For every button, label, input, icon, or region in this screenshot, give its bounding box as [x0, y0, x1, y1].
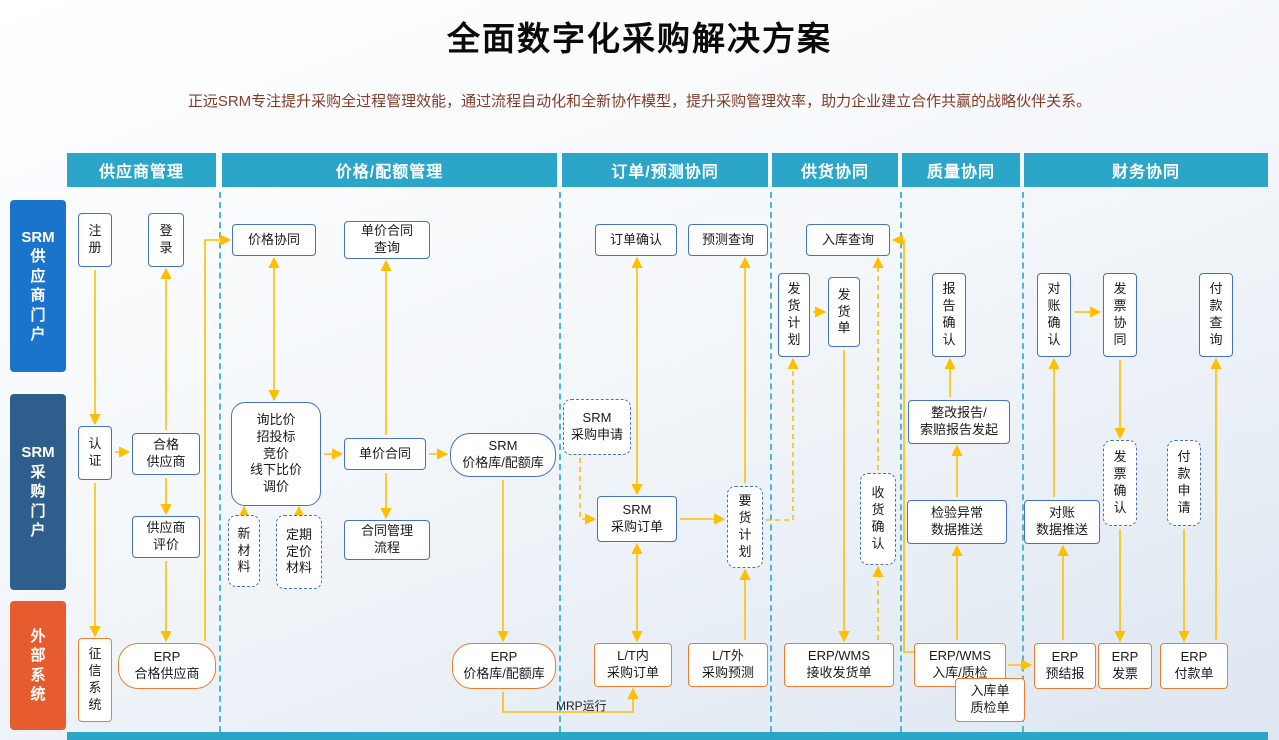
node-credit-system: 征 信 系 统	[78, 638, 112, 722]
col-header-supply-collab: 供货协同	[772, 153, 898, 187]
node-lt-out-forecast: L/T外 采购预测	[688, 643, 768, 687]
node-invoice-collab: 发 票 协 同	[1103, 273, 1137, 357]
node-payment-request: 付 款 申 请	[1167, 440, 1201, 526]
node-new-material: 新 材 料	[228, 515, 260, 587]
node-srm-purchase-request: SRM 采购申请	[563, 399, 631, 455]
column-separator	[770, 192, 772, 732]
page-title: 全面数字化采购解决方案	[447, 20, 832, 57]
node-forecast-query: 预测查询	[688, 224, 768, 256]
column-separator	[219, 192, 221, 732]
node-recon-push: 对账 数据推送	[1024, 500, 1100, 544]
node-receipt-confirm: 收 货 确 认	[860, 473, 896, 565]
node-sourcing: 询比价 招投标 竞价 线下比价 调价	[231, 402, 321, 506]
node-periodic-material: 定期 定价 材料	[276, 515, 322, 589]
col-header-finance-collab: 财务协同	[1024, 153, 1268, 187]
mrp-run-label: MRP运行	[556, 699, 607, 713]
node-rectify-report: 整改报告/ 索赔报告发起	[908, 400, 1010, 444]
node-unit-price-contract: 单价合同	[344, 438, 426, 470]
column-separator	[1022, 192, 1024, 732]
node-srm-price-repo: SRM 价格库/配额库	[450, 433, 556, 477]
node-erp-invoice: ERP 发票	[1098, 643, 1152, 689]
node-contract-mgmt: 合同管理 流程	[344, 520, 430, 560]
column-separator	[900, 192, 902, 732]
node-delivery-note: 发 货 单	[828, 277, 860, 347]
node-inspection-push: 检验异常 数据推送	[907, 500, 1007, 544]
node-login: 登 录	[148, 213, 184, 267]
node-erp-qualified-supplier: ERP 合格供应商	[118, 643, 216, 689]
node-inbound-note: 入库单 质检单	[955, 678, 1025, 722]
node-srm-purchase-order: SRM 采购订单	[597, 496, 677, 542]
node-register: 注 册	[78, 213, 112, 267]
row-label-srm-purchase-portal: SRM 采 购 门 户	[10, 394, 66, 590]
node-erp-payment: ERP 付款单	[1160, 643, 1228, 689]
node-price-collab: 价格协同	[232, 224, 316, 256]
node-inbound-query: 入库查询	[806, 224, 890, 256]
node-unit-price-contract-query: 单价合同 查询	[344, 221, 430, 259]
page-subtitle: 正远SRM专注提升采购全过程管理效能，通过流程自动化和全新协作模型，提升采购管理…	[187, 93, 1092, 110]
node-lt-in-purchase-order: L/T内 采购订单	[594, 643, 672, 687]
row-label-external-systems: 外 部 系 统	[10, 601, 66, 730]
col-header-order-forecast: 订单/预测协同	[562, 153, 768, 187]
node-recon-confirm: 对 账 确 认	[1037, 273, 1071, 357]
node-erp-price-repo: ERP 价格库/配额库	[452, 643, 556, 689]
node-invoice-confirm: 发 票 确 认	[1103, 440, 1137, 526]
column-separator	[559, 192, 561, 732]
node-order-confirm: 订单确认	[595, 224, 677, 256]
bottom-accent-bar	[67, 732, 1268, 740]
node-erp-wms-receive: ERP/WMS 接收发货单	[784, 643, 894, 687]
node-payment-query: 付 款 查 询	[1199, 273, 1233, 357]
node-supplier-eval: 供应商 评价	[132, 516, 200, 558]
col-header-supplier-mgmt: 供应商管理	[67, 153, 216, 187]
node-certify: 认 证	[78, 426, 112, 480]
col-header-quality-collab: 质量协同	[902, 153, 1020, 187]
node-demand-plan: 要 货 计 划	[727, 486, 763, 568]
node-erp-settlement: ERP 预结报	[1034, 643, 1096, 689]
node-report-confirm: 报 告 确 认	[932, 273, 966, 357]
node-delivery-plan: 发 货 计 划	[778, 273, 810, 357]
node-qualified-supplier: 合格 供应商	[132, 433, 200, 475]
col-header-price-quota: 价格/配额管理	[222, 153, 557, 187]
row-label-srm-supplier-portal: SRM 供 应 商 门 户	[10, 200, 66, 372]
